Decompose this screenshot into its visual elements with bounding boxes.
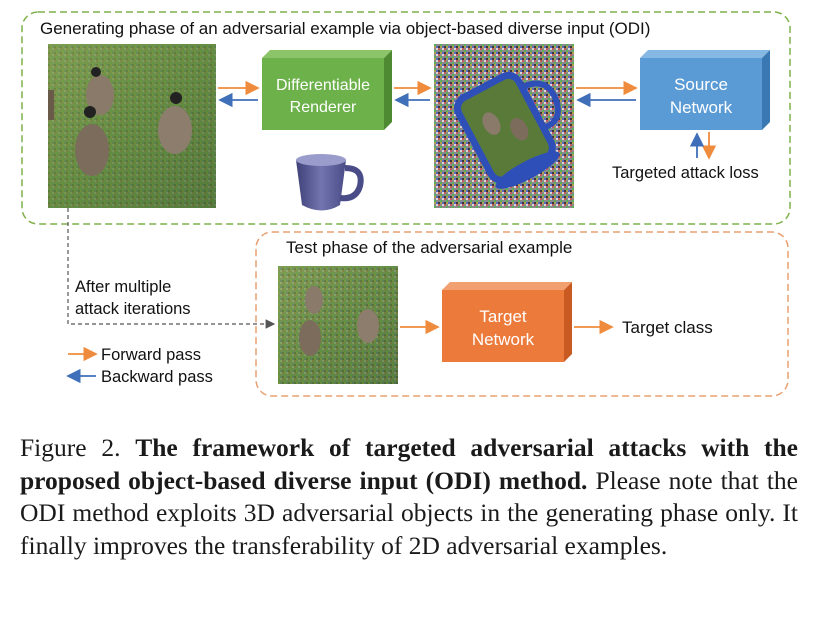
source-label-line1: Source (674, 75, 728, 94)
test-phase-title: Test phase of the adversarial example (286, 238, 572, 257)
differentiable-renderer-box: Differentiable Renderer (262, 50, 392, 130)
after-iterations-line1: After multiple (75, 278, 171, 296)
generating-phase-title: Generating phase of an adversarial examp… (40, 19, 650, 38)
caption-prefix: Figure 2. (20, 433, 121, 462)
target-class-label: Target class (622, 318, 713, 337)
iteration-connector (67, 208, 276, 329)
source-network-box: Source Network (640, 50, 770, 130)
legend-backward-label: Backward pass (101, 368, 213, 386)
renderer-label-line1: Differentiable (276, 77, 370, 94)
final-adversarial-image (278, 266, 398, 384)
source-label-line2: Network (670, 98, 733, 117)
rendered-adversarial-image (434, 44, 574, 208)
caption-rest: Please note that the ODI method exploits… (20, 465, 798, 560)
figure-caption: Figure 2. The framework of targeted adve… (20, 432, 798, 562)
caption-bold: The framework of targeted adversarial at… (20, 433, 799, 495)
legend-forward-label: Forward pass (101, 346, 201, 364)
input-geese-image (48, 44, 216, 208)
target-network-box: Target Network (442, 282, 572, 362)
legend: Forward pass Backward pass (66, 346, 213, 386)
renderer-label-line2: Renderer (290, 99, 357, 116)
generating-phase-frame (21, 11, 791, 225)
mug-3d-object (296, 154, 364, 211)
target-label-line1: Target (479, 307, 527, 326)
framework-diagram: Generating phase of an adversarial examp… (21, 11, 791, 397)
after-iterations-line2: attack iterations (75, 300, 191, 318)
targeted-attack-loss-label: Targeted attack loss (612, 164, 759, 182)
target-label-line2: Network (472, 330, 535, 349)
